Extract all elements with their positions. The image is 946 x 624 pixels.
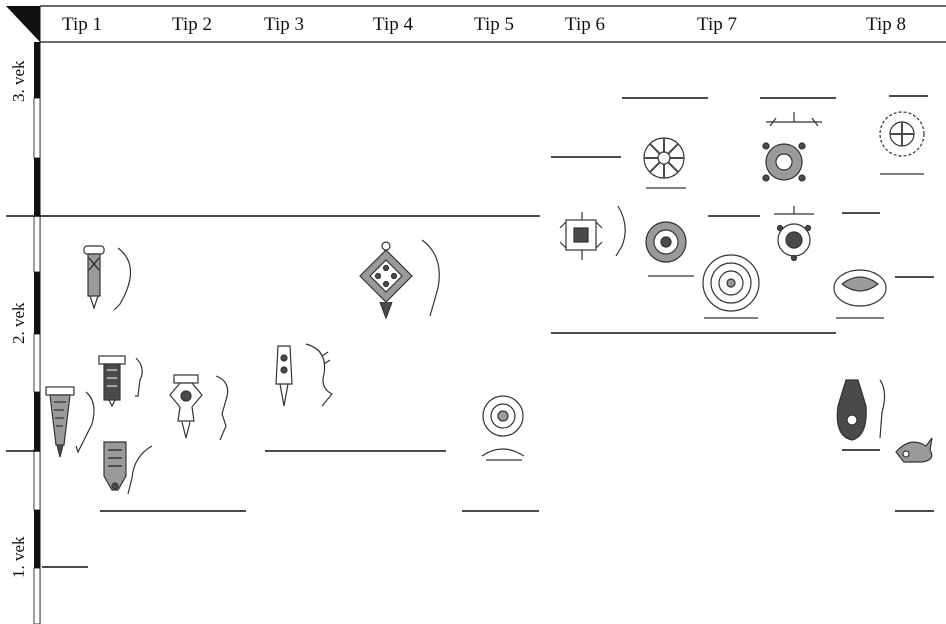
scale-segment (34, 158, 40, 216)
brooch-tip7-e (774, 206, 814, 262)
scale-segment (33, 333, 41, 393)
scale-segment (34, 272, 40, 334)
type-label-tip7: Tip 7 (697, 14, 737, 35)
scale-segment (33, 97, 41, 159)
type-label-tip5: Tip 5 (474, 14, 514, 35)
brooch-tip7-c (702, 254, 760, 319)
brooch-tip5 (481, 395, 525, 461)
fibula-tip3 (275, 343, 333, 407)
brooch-tip7-b (645, 221, 694, 277)
type-label-tip3: Tip 3 (264, 14, 304, 35)
type-label-tip4: Tip 4 (373, 14, 413, 35)
scale-segment (34, 510, 40, 568)
scale-segment (33, 215, 41, 273)
brooch-tip7-a (643, 137, 686, 189)
brooch-tip8-b (833, 269, 887, 319)
brooch-tip6 (559, 205, 626, 260)
scale-segment (34, 42, 40, 98)
century-label-3: 3. vek (9, 60, 28, 102)
fibula-tip1-a (83, 245, 132, 311)
century-label-1: 1. vek (9, 536, 28, 578)
corner-triangle (6, 6, 40, 42)
fibula-tip4 (359, 239, 440, 320)
fibula-tip1-b (45, 386, 95, 458)
type-label-tip2: Tip 2 (172, 14, 212, 35)
fibula-tip2 (169, 374, 229, 441)
timeline-scale (33, 42, 41, 624)
type-label-tip1: Tip 1 (62, 14, 102, 35)
brooch-tip8-d (895, 437, 933, 463)
brooch-tip8-c (836, 379, 886, 441)
brooch-tip8-a (879, 111, 925, 175)
range-markers (42, 95, 934, 568)
type-label-tip8: Tip 8 (866, 14, 906, 35)
fibula-tip1-c (98, 355, 143, 408)
fibula-tip1-d (103, 441, 153, 495)
scale-segment (33, 567, 41, 624)
type-label-tip6: Tip 6 (565, 14, 605, 35)
scale-segment (34, 392, 40, 450)
century-label-2: 2. vek (9, 302, 28, 344)
scale-segment (33, 449, 41, 511)
brooch-tip7-d (762, 112, 822, 182)
